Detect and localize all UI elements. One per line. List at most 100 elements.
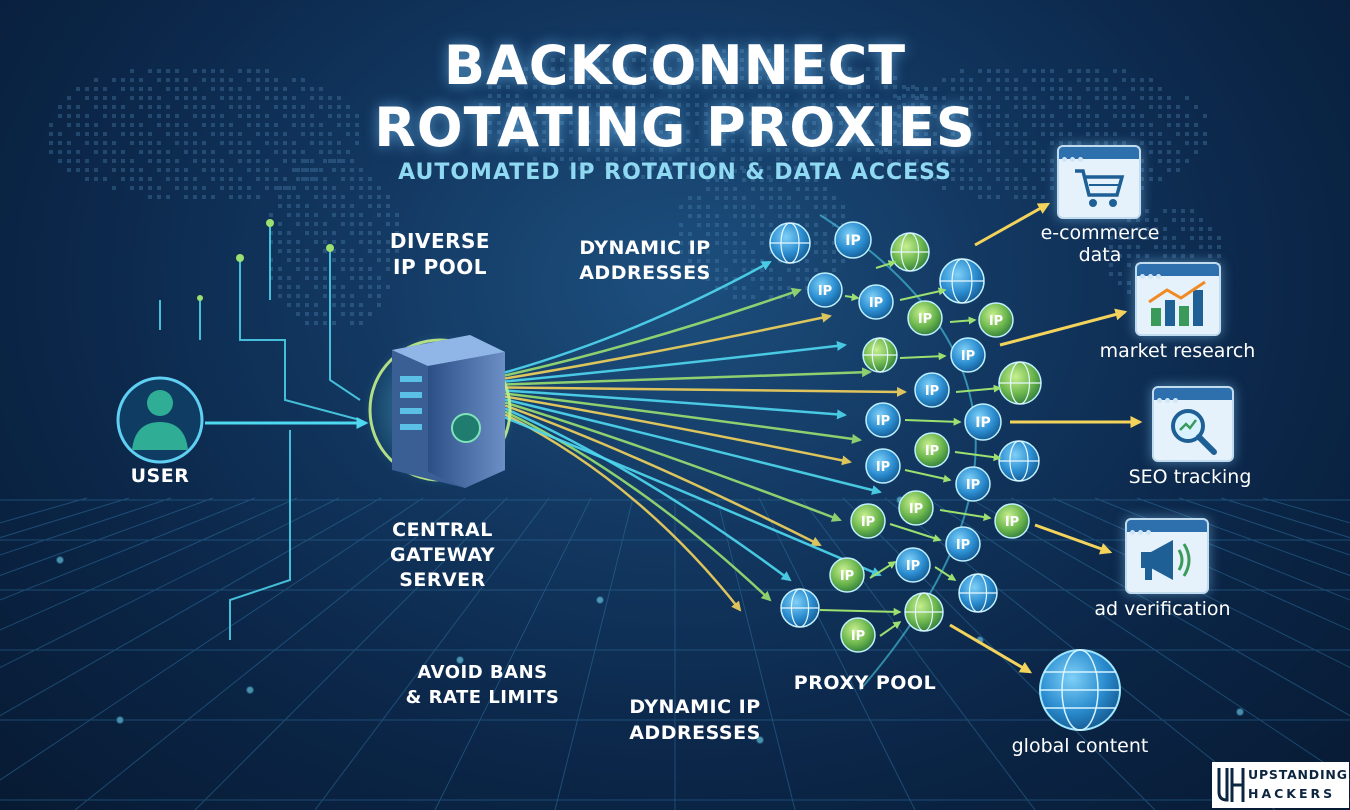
ip-node-label: IP [869,296,883,311]
dynamic-ip-top-label: DYNAMIC IP ADDRESSES [570,236,720,286]
ip-node: IP [914,372,950,408]
ip-node-label: IP [925,384,939,399]
connector-arrow [934,566,957,581]
grid-glow-dot [596,596,604,604]
ecommerce-label: e-commerce data [1015,222,1185,266]
ip-node-label: IP [1005,515,1019,530]
ip-node: IP [907,300,943,336]
magnifier-icon [1171,409,1217,455]
connector-arrow [904,417,962,426]
ip-node: IP [898,490,934,526]
global-content-label: global content [1011,735,1149,757]
ip-node-label: IP [840,569,854,584]
proxy-globe-icon [862,337,898,373]
avoid-bans-line-1: AVOID BANS [417,662,548,683]
connector-arrow [879,621,902,637]
fan-arrow [504,287,802,377]
connector-arrow [869,561,897,579]
seo-tracking-card [1152,386,1234,462]
ip-node: IP [994,503,1030,539]
dynamic-top-line-2: ADDRESSES [579,262,711,284]
title-line-2: ROTATING PROXIES [374,96,976,159]
title-line-1: BACKCONNECT [443,34,907,97]
fan-arrow [504,260,772,374]
proxy-globe-icon [958,573,998,613]
diverse-pool-line-2: IP POOL [393,255,487,279]
ip-node: IP [955,466,991,502]
ip-node: IP [865,402,901,438]
ip-node-label: IP [876,414,890,429]
proxy-globe-icon [904,592,944,632]
ip-node-label: IP [909,502,923,517]
fan-arrow [504,410,772,602]
ip-node: IP [829,557,865,593]
fan-arrow [504,392,862,444]
dynamic-bottom-line-1: DYNAMIC IP [629,696,761,718]
proxy-globe-icon [769,222,811,264]
connector-arrow [889,523,942,542]
megaphone-icon [1141,540,1191,580]
seo-tracking-label: SEO tracking [1128,466,1252,488]
dynamic-top-line-1: DYNAMIC IP [579,237,711,259]
ad-verification-label: ad verification [1094,598,1231,620]
fan-arrow [504,386,907,397]
shopping-cart-icon [1075,169,1125,207]
fan-arrow [504,401,842,522]
logo-line-1: UPSTANDING [1248,767,1348,782]
ip-node-label: IP [989,314,1003,329]
gateway-line-1: CENTRAL [392,519,493,541]
ip-node-label: IP [818,284,832,299]
dynamic-ip-bottom-label: DYNAMIC IP ADDRESSES [620,694,770,746]
ip-node: IP [850,503,886,539]
upstanding-hackers-logo: UPSTANDING HACKERS [1212,762,1349,808]
fan-arrow [504,416,882,577]
ecommerce-card [1057,145,1141,219]
uh-logo-mark [1217,768,1245,802]
connector-arrow [954,451,1002,462]
proxy-globe-icon [998,361,1042,405]
world-map-dots [49,49,1221,325]
connector-arrow [899,287,947,301]
ip-node-label: IP [956,538,970,553]
ip-node: IP [858,284,894,320]
proxy-globe-icon [890,232,930,272]
fan-arrow [504,340,847,383]
fan-arrow [504,413,742,612]
connector-arrow [904,469,952,483]
connector-arrow [875,260,897,269]
connector-arrow [899,352,947,361]
gateway-line-2: GATEWAY [389,544,495,566]
fan-arrow [504,407,792,582]
grid-glow-dot [246,686,254,694]
diverse-pool-line-1: DIVERSE [389,229,491,253]
proxy-globe-icon [780,588,820,628]
connector-arrow [939,509,992,521]
fan-arrow [504,404,822,547]
fan-arrow [504,395,852,466]
gateway-line-3: SERVER [399,569,486,591]
ip-node: IP [945,526,981,562]
dynamic-bottom-line-2: ADDRESSES [629,722,761,744]
ip-node: IP [950,337,986,373]
diverse-ip-pool-label: DIVERSE IP POOL [370,228,510,280]
subtitle: AUTOMATED IP ROTATION & DATA ACCESS [398,160,952,185]
ip-node-label: IP [966,478,980,493]
ecommerce-line-2: data [1078,244,1122,266]
user-avatar-icon [116,376,204,464]
gateway-server-icon [362,332,518,488]
ip-node-label: IP [876,460,890,475]
proxy-pool-label: PROXY POOL [793,672,937,694]
ip-node: IP [807,272,843,308]
market-research-label: market research [1099,340,1256,362]
ip-node-label: IP [845,233,860,249]
fan-arrow [504,389,847,420]
logo-line-2: HACKERS [1248,786,1336,801]
gateway-label: CENTRAL GATEWAY SERVER [370,518,515,593]
ip-node: IP [840,617,876,653]
grid-glow-dot [1236,708,1244,716]
fan-arrow [504,398,882,495]
avoid-bans-label: AVOID BANS & RATE LIMITS [395,660,570,710]
